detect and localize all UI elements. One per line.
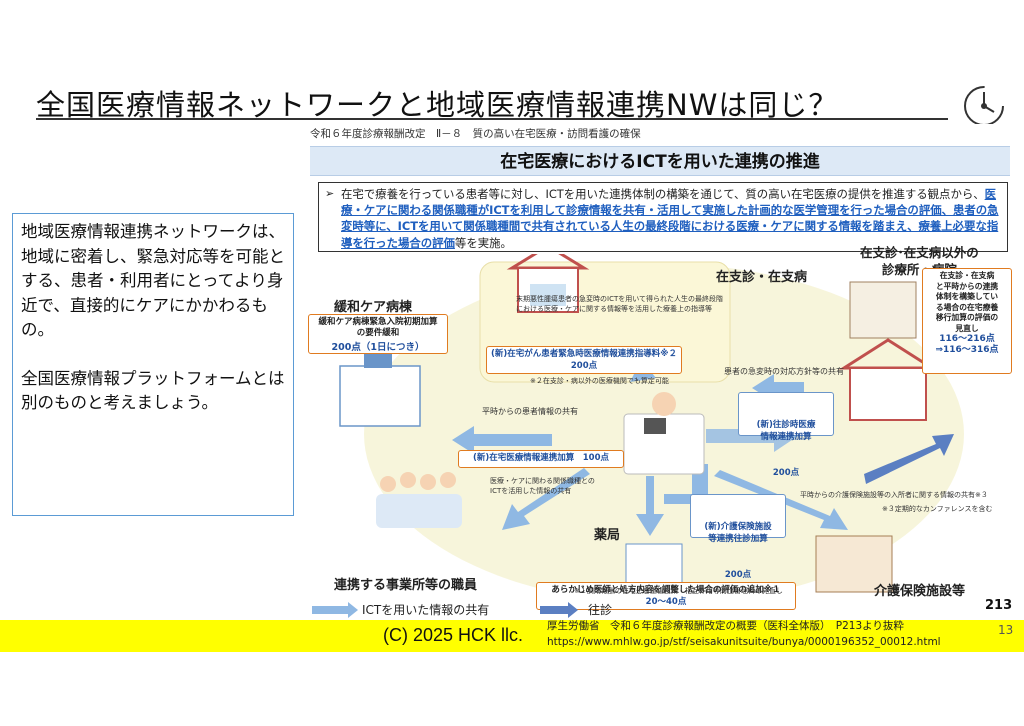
legend-oushin-arrow-icon — [540, 602, 578, 618]
left-note-para1: 地域医療情報連携ネットワークは、地域に密着し、緊急対応等を可能とする、患者・利用… — [21, 222, 285, 339]
note-1: ※１調剤報酬の在宅患者重複投薬・相互作用等防止管理料の見直し — [574, 587, 783, 595]
kaigo-box: (新)介護保険施設 等連携往診加算 200点 — [690, 494, 786, 580]
label-palliative: 緩和ケア病棟 — [334, 300, 413, 315]
pharmacy-box-points: 20～40点 — [645, 597, 687, 607]
bottom-margin — [0, 652, 1024, 726]
label-pharmacy: 薬局 — [594, 528, 621, 543]
legend-oushin-label: 往診 — [588, 603, 613, 617]
figure-header: 令和６年度診療報酬改定 Ⅱ－８ 質の高い在宅医療・訪問看護の確保 — [310, 128, 641, 140]
palliative-box-text: 緩和ケア病棟緊急入院初期加算 の要件緩和 — [318, 317, 438, 338]
slide-page-number: 13 — [998, 623, 1014, 637]
kaigo-box-points: 200点 — [724, 570, 752, 580]
figure-bullet-box: ➢ 在宅で療養を行っている患者等に対し、ICTを用いた連携体制の構築を通じて、質… — [318, 182, 1008, 252]
note-care-share: 平時からの介護保険施設等の入所者に関する情報の共有※３ — [800, 491, 988, 499]
bullet-arrow-icon: ➢ — [325, 187, 335, 200]
legend-ict-arrow-icon — [312, 602, 358, 618]
source-line-1: 厚生労働省 令和６年度診療報酬改定の概要（医科全体版） P213より抜粋 — [547, 620, 904, 632]
emergency-box: (新)在宅がん患者緊急時医療情報連携指導料※２ 200点 — [486, 346, 682, 374]
oushin-box: (新)往診時医療 情報連携加算 200点 — [738, 392, 834, 478]
note-normal-share: 平時からの患者情報の共有 — [482, 407, 578, 416]
oushin-box-points: 200点 — [772, 468, 800, 478]
pharmacy-box-text: あらかじめ医師と処方内容を調整した場合の評価の追加※１ — [551, 585, 781, 595]
other-clinic-points1: 116～216点 — [939, 334, 995, 344]
left-note-para2: 全国医療情報プラットフォームとは別のものと考えましょう。 — [21, 368, 285, 413]
figure-legend — [312, 602, 578, 618]
top-margin — [0, 0, 1024, 76]
note-ict-share: 医療・ケアに関わる関係職種との ICTを活用した情報の共有 — [490, 477, 595, 495]
oushin-box-title: (新)往診時医療 情報連携加算 — [756, 420, 816, 442]
source-citation: 厚生労働省 令和６年度診療報酬改定の概要（医科全体版） P213より抜粋 htt… — [547, 618, 941, 650]
palliative-box: 緩和ケア病棟緊急入院初期加算 の要件緩和 200点（1日につき） — [308, 314, 448, 354]
note-emergency-share: 患者の急変時の対応方針等の共有 — [724, 367, 844, 376]
bullet-text-1: 在宅で療養を行っている患者等に対し、ICTを用いた連携体制の構築を通じて、質の高… — [341, 187, 985, 201]
other-clinic-box: 在支診・在支病 と平時からの連携 体制を構築してい る場合の在宅療養 移行加算の… — [922, 268, 1012, 374]
pharmacy-box: あらかじめ医師と処方内容を調整した場合の評価の追加※１ 20～40点 — [536, 582, 796, 610]
left-note-box: 地域医療情報連携ネットワークは、地域に密着し、緊急対応等を可能とする、患者・利用… — [12, 213, 294, 516]
diagram-canvas: 在支診・在支病 在支診･在支病以外の 診療所・病院 緩和ケア病棟 薬局 連携する… — [304, 245, 1016, 618]
bullet-highlight: 医療・ケアに関わる関係職種がICTを利用して診療情報を共有・活用して実施した計画… — [341, 187, 999, 250]
figure-page-number: 213 — [985, 598, 1013, 613]
other-clinic-points2: ⇒116～316点 — [935, 344, 999, 355]
bullet-text-2: 等を実施。 — [454, 235, 512, 250]
kaigo-box-title: (新)介護保険施設 等連携往診加算 — [704, 522, 772, 544]
palliative-points: 200点（1日につき） — [331, 342, 425, 353]
note-top-center: 末期悪性腫瘍患者の急変時のICTを用いて得られた人生の最終段階 における医療・ケ… — [516, 295, 724, 313]
source-url[interactable]: https://www.mhlw.go.jp/stf/seisakunitsui… — [547, 636, 941, 648]
company-logo-icon — [964, 86, 1004, 126]
label-care-facility: 介護保険施設等 — [874, 584, 966, 599]
figure-panel: 令和６年度診療報酬改定 Ⅱ－８ 質の高い在宅医療・訪問看護の確保 在宅医療におけ… — [304, 124, 1016, 618]
title-underline — [36, 118, 948, 120]
zaitaku-info-box: (新)在宅医療情報連携加算 100点 — [458, 450, 624, 468]
legend-ict-label: ICTを用いた情報の共有 — [362, 603, 490, 617]
copyright: (C) 2025 HCK llc. — [383, 625, 524, 645]
slide-title: 全国医療情報ネットワークと地域医療情報連携NWは同じ？ — [36, 88, 839, 122]
note-3: ※３定期的なカンファレンスを含む — [882, 505, 993, 513]
note-2: ※２在支診・病以外の医療機関でも算定可能 — [530, 377, 669, 385]
emergency-box-points: 200点 — [570, 361, 598, 371]
slide: 全国医療情報ネットワークと地域医療情報連携NWは同じ？ 地域医療情報連携ネットワ… — [0, 76, 1024, 652]
other-clinic-box-text: 在支診・在支病 と平時からの連携 体制を構築してい る場合の在宅療養 移行加算の… — [935, 271, 999, 333]
label-zaishin: 在支診・在支病 — [716, 270, 808, 285]
label-staff: 連携する事業所等の職員 — [334, 578, 478, 593]
emergency-box-title: (新)在宅がん患者緊急時医療情報連携指導料※２ — [490, 349, 678, 359]
figure-title: 在宅医療におけるICTを用いた連携の推進 — [310, 146, 1010, 176]
footer-yellow-band — [0, 620, 1024, 652]
